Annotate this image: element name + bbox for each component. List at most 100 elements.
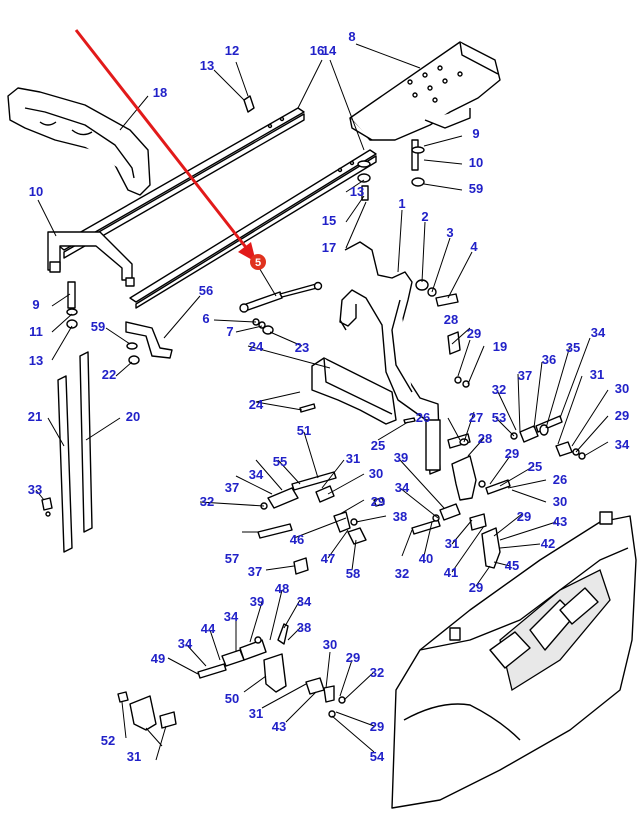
part-label-14: 14	[322, 43, 337, 58]
part-label-18: 18	[153, 85, 167, 100]
part-label-52: 52	[101, 733, 115, 748]
part-label-31: 31	[127, 749, 141, 764]
part-label-12: 12	[225, 43, 239, 58]
part-label-29: 29	[370, 719, 384, 734]
part-label-26: 26	[416, 410, 430, 425]
part-label-29: 29	[469, 580, 483, 595]
small-brackets	[129, 331, 501, 731]
part-16-rails	[57, 107, 377, 309]
part-17-bracket	[47, 231, 135, 287]
part-22-arm	[125, 321, 173, 359]
part-label-13: 13	[29, 353, 43, 368]
part-label-45: 45	[505, 558, 519, 573]
callout-5-badge	[250, 254, 266, 270]
part-1-lever-arm	[339, 241, 441, 475]
part-label-35: 35	[566, 340, 580, 355]
part-label-41: 41	[444, 565, 458, 580]
part-label-9: 9	[472, 126, 479, 141]
part-19-20-strips	[57, 351, 93, 553]
part-label-34: 34	[178, 636, 193, 651]
part-label-11: 11	[29, 324, 43, 339]
part-label-55: 55	[273, 454, 287, 469]
part-label-4: 4	[470, 239, 478, 254]
part-label-31: 31	[249, 706, 263, 721]
part-label-57: 57	[225, 551, 239, 566]
part-label-40: 40	[419, 551, 433, 566]
part-label-29: 29	[505, 446, 519, 461]
part-label-30: 30	[553, 494, 567, 509]
part-label-8: 8	[348, 29, 355, 44]
part-label-33: 33	[28, 482, 42, 497]
part-label-29: 29	[517, 509, 531, 524]
part-label-29: 29	[615, 408, 629, 423]
part-label-19: 19	[493, 339, 507, 354]
part-label-34: 34	[591, 325, 606, 340]
part-label-17: 17	[322, 240, 336, 255]
rail-holes	[267, 116, 355, 173]
part-label-44: 44	[201, 621, 216, 636]
part-label-13: 13	[200, 58, 214, 73]
part-label-3: 3	[446, 225, 453, 240]
part-label-48: 48	[275, 581, 289, 596]
large-cover-panel	[391, 511, 637, 809]
part-label-29: 29	[467, 326, 481, 341]
part-label-39: 39	[394, 450, 408, 465]
part-label-25: 25	[371, 438, 385, 453]
part-label-32: 32	[200, 494, 214, 509]
part-label-50: 50	[225, 691, 239, 706]
part-label-59: 59	[469, 181, 483, 196]
part-label-53: 53	[492, 410, 506, 425]
part-label-34: 34	[297, 594, 312, 609]
part-label-43: 43	[272, 719, 286, 734]
part-label-28: 28	[444, 312, 458, 327]
part-label-37: 37	[248, 564, 262, 579]
part-number-labels: 1234678910591213141315161718109111359225…	[28, 29, 630, 764]
part-label-16: 16	[310, 43, 324, 58]
part-8-foot-plate	[349, 41, 501, 141]
part-label-27: 27	[469, 410, 483, 425]
part-label-46: 46	[290, 532, 304, 547]
part-label-23: 23	[295, 340, 309, 355]
part-label-29: 29	[346, 650, 360, 665]
red-arrow-icon	[74, 29, 256, 262]
callout-5-text: 5	[255, 257, 261, 269]
part-label-22: 22	[102, 367, 116, 382]
part-label-10: 10	[469, 155, 483, 170]
part-label-39: 39	[250, 594, 264, 609]
part-label-34: 34	[615, 437, 630, 452]
part-label-25: 25	[528, 459, 542, 474]
part-18-upper-bar	[7, 87, 151, 196]
part-label-10: 10	[29, 184, 43, 199]
part-label-1: 1	[398, 196, 405, 211]
part-label-13: 13	[350, 184, 364, 199]
part-label-31: 31	[590, 367, 604, 382]
part-label-30: 30	[323, 637, 337, 652]
part-label-28: 28	[478, 431, 492, 446]
part-label-32: 32	[395, 566, 409, 581]
part-label-49: 49	[151, 651, 165, 666]
part-label-59: 59	[91, 319, 105, 334]
part-23-side-bracket	[311, 357, 397, 425]
part-label-34: 34	[249, 467, 264, 482]
part-label-9: 9	[32, 297, 39, 312]
part-label-47: 47	[321, 551, 335, 566]
part-label-15: 15	[322, 213, 336, 228]
part-label-29: 29	[371, 494, 385, 509]
gas-strut-5	[239, 281, 323, 313]
part-label-51: 51	[297, 423, 311, 438]
part-label-2: 2	[421, 209, 428, 224]
part-label-24: 24	[249, 397, 264, 412]
part-label-56: 56	[199, 283, 213, 298]
part-label-24: 24	[249, 339, 264, 354]
callout-5-leader	[257, 265, 277, 297]
part-label-30: 30	[369, 466, 383, 481]
part-label-20: 20	[126, 409, 140, 424]
part-label-38: 38	[297, 620, 311, 635]
part-label-32: 32	[370, 665, 384, 680]
part-label-34: 34	[395, 480, 410, 495]
part-label-37: 37	[225, 480, 239, 495]
part-label-31: 31	[346, 451, 360, 466]
parts-drawing	[7, 41, 637, 809]
plate-holes	[407, 65, 463, 103]
